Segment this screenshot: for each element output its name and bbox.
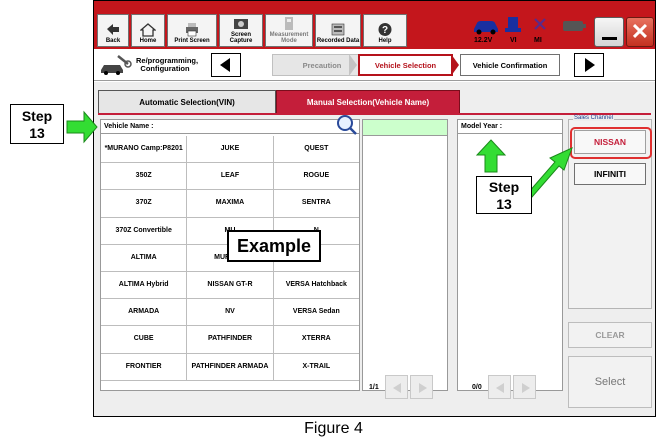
nissan-highlight-ring — [570, 127, 652, 159]
vehicle-name-cell[interactable]: ALTIMA — [101, 244, 188, 272]
vehicle-name-cell[interactable]: QUEST — [273, 136, 359, 164]
car-icon — [474, 21, 498, 35]
vehicle-name-cell[interactable]: PATHFINDER ARMADA — [187, 353, 274, 381]
triangle-left-icon — [495, 383, 504, 393]
model-year-header: Model Year : — [458, 120, 562, 134]
vehicle-name-cell[interactable]: NISSAN GT-R — [187, 271, 274, 300]
recorded-data-icon — [331, 23, 345, 36]
tab-automatic-selection[interactable]: Automatic Selection(VIN) — [98, 90, 276, 114]
nav-back-button[interactable] — [211, 53, 241, 77]
camera-icon — [234, 19, 248, 29]
vehicle-name-cell[interactable]: 370Z Convertible — [101, 217, 188, 245]
connection-status: 12.2V VI MI — [472, 15, 562, 47]
screen-capture-button[interactable]: Screen Capture — [219, 14, 263, 47]
minimize-button[interactable] — [594, 17, 624, 47]
search-icon[interactable] — [336, 114, 358, 136]
printer-icon — [186, 23, 198, 37]
vehicle-name-cell[interactable]: VERSA Sedan — [273, 299, 359, 327]
measurement-icon — [285, 17, 293, 30]
close-icon: ✕ — [630, 19, 650, 44]
home-button[interactable]: Home — [131, 14, 165, 47]
vehicle-name-cell[interactable]: XTERRA — [273, 326, 359, 354]
vehicle-name-cell[interactable]: X-TRAIL — [273, 354, 359, 381]
vehicle-name-cell[interactable]: *MURANO Camp:P8201 — [101, 136, 188, 164]
vehicle-name-cell[interactable]: 350Z — [101, 163, 188, 191]
vehicle-name-cell[interactable]: SENTRA — [273, 190, 359, 218]
vehicle-name-cell[interactable]: PATHFINDER — [187, 326, 274, 354]
model-year-pager: 0/0 — [472, 374, 536, 400]
figure-caption: Figure 4 — [304, 420, 363, 437]
breadcrumb-precaution: Precaution — [272, 54, 372, 76]
vehicle-name-cell[interactable]: NV — [187, 299, 274, 327]
vi-device-icon — [505, 17, 521, 32]
vehicle-name-cell[interactable]: LEAF — [187, 163, 274, 191]
wrench-car-icon — [101, 55, 132, 75]
vehicle-name-cell[interactable]: ALTIMA Hybrid — [101, 271, 188, 300]
select-button[interactable]: Select — [568, 356, 652, 408]
chevron-right-icon — [349, 54, 357, 76]
vehicle-name-cell[interactable]: CUBE — [101, 326, 188, 354]
vehicle-name-cell[interactable]: MAXIMA — [187, 190, 274, 218]
back-button[interactable]: Back — [97, 14, 129, 47]
breadcrumb: Re/programming, Configuration Precaution… — [94, 49, 655, 81]
example-label: Example — [227, 230, 321, 262]
minimize-icon — [602, 37, 617, 40]
chevron-right-icon — [451, 54, 459, 76]
vehicle-name-cell[interactable]: ROGUE — [273, 163, 359, 191]
step-arrow-diagonal — [527, 147, 573, 198]
home-icon — [140, 23, 156, 37]
triangle-right-icon — [521, 383, 530, 393]
tab-divider — [98, 113, 651, 115]
vehicle-pager: 1/1 — [369, 374, 433, 400]
svg-text:?: ? — [382, 25, 388, 36]
step-label-right: Step 13 — [476, 176, 532, 214]
model-year-panel: Model Year : — [457, 119, 563, 391]
measurement-mode-button[interactable]: Measurement Mode — [265, 14, 313, 47]
vehicle-prev-page-button[interactable] — [384, 375, 408, 399]
vehicle-name-header: Vehicle Name : — [101, 120, 359, 134]
recorded-data-button[interactable]: Recorded Data — [315, 14, 361, 47]
battery-icon — [563, 21, 586, 31]
back-arrow-icon — [107, 24, 119, 35]
year-prev-page-button[interactable] — [487, 375, 511, 399]
mi-disconnected-icon — [534, 18, 546, 30]
sales-channel-box: Sales Channel NISSAN INFINITI — [568, 115, 652, 309]
step-arrow-left — [66, 110, 98, 144]
triangle-left-icon — [220, 58, 230, 72]
infiniti-button[interactable]: INFINITI — [574, 163, 646, 185]
nav-forward-button[interactable] — [574, 53, 604, 77]
nissan-button[interactable]: NISSAN — [574, 130, 646, 154]
breadcrumb-vehicle-confirmation: Vehicle Confirmation — [460, 54, 560, 76]
triangle-right-icon — [418, 383, 427, 393]
step-arrow-up — [475, 139, 507, 173]
selection-panel — [362, 119, 448, 391]
tab-manual-selection[interactable]: Manual Selection(Vehicle Name) — [276, 90, 460, 114]
vehicle-name-cell[interactable]: FRONTIER — [101, 353, 188, 381]
triangle-left-icon — [392, 383, 401, 393]
close-button[interactable]: ✕ — [626, 17, 654, 47]
triangle-right-icon — [585, 58, 595, 72]
help-icon: ? — [378, 23, 392, 36]
help-button[interactable]: ? Help — [363, 14, 407, 47]
step-label-left: Step 13 — [10, 104, 64, 144]
vehicle-name-cell[interactable]: VERSA Hatchback — [273, 272, 359, 300]
breadcrumb-reprogramming[interactable]: Re/programming, Configuration — [98, 54, 238, 76]
vehicle-next-page-button[interactable] — [409, 375, 433, 399]
selection-header — [363, 120, 447, 136]
vehicle-name-cell[interactable]: ARMADA — [101, 299, 188, 327]
vehicle-name-cell[interactable]: JUKE — [187, 136, 274, 164]
year-next-page-button[interactable] — [512, 375, 536, 399]
vehicle-name-cell[interactable]: 370Z — [101, 190, 188, 218]
clear-button[interactable]: CLEAR — [568, 322, 652, 348]
print-screen-button[interactable]: Print Screen — [167, 14, 217, 47]
toolbar: Back Home Print Screen Screen Capture Me… — [94, 1, 655, 49]
